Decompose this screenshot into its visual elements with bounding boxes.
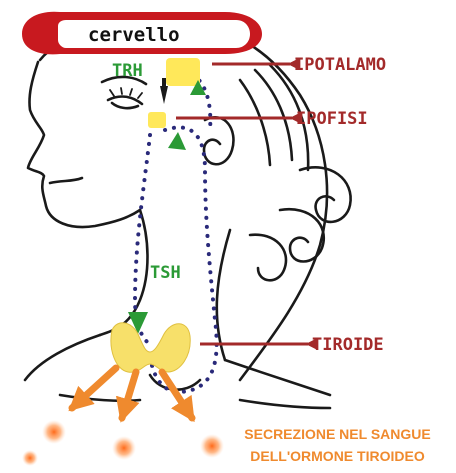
tsh-label: TSH — [150, 263, 181, 283]
hypothalamus-label: IPOTALAMO — [294, 55, 386, 75]
secretion-note-line-1: SECREZIONE NEL SANGUE — [225, 423, 450, 445]
secretion-note: SECREZIONE NEL SANGUE DELL'ORMONE TIROID… — [225, 423, 450, 467]
pointer-arrows — [176, 64, 308, 344]
secretion-arrows — [72, 368, 192, 418]
trh-label: TRH — [112, 61, 143, 81]
brain-label: cervello — [88, 24, 180, 46]
hypothalamus-gland — [166, 58, 200, 86]
pituitary-gland — [148, 112, 166, 128]
thyroid-label: TIROIDE — [312, 335, 384, 355]
brain-band: cervello — [22, 12, 262, 55]
hormone-droplets — [22, 420, 224, 466]
pituitary-label: IPOFISI — [296, 109, 368, 129]
secretion-note-line-2: DELL'ORMONE TIROIDEO — [225, 445, 450, 467]
